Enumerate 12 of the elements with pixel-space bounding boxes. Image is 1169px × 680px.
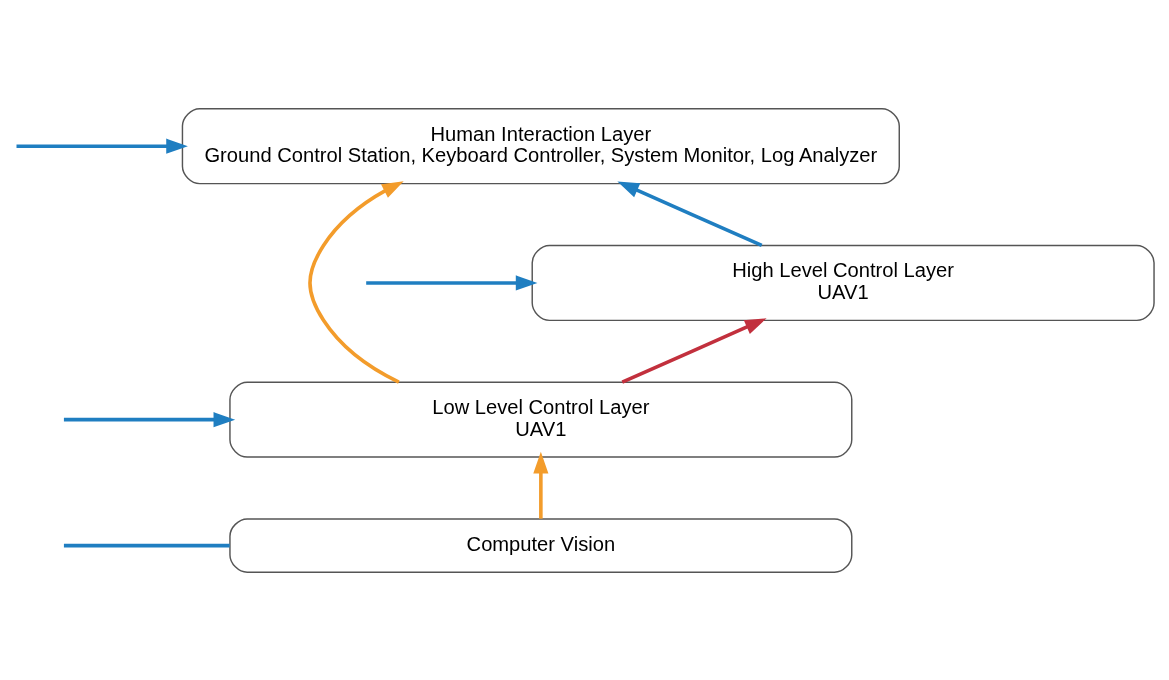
node-box: High Level Control Layer UAV1 [531, 244, 1155, 321]
node-box: Low Level Control Layer UAV1 [229, 381, 853, 458]
node-box: Computer Vision [229, 517, 853, 573]
arrow [621, 317, 767, 384]
arrow [63, 411, 236, 427]
arrow [16, 138, 188, 154]
arrow [308, 180, 404, 384]
connector [63, 543, 230, 547]
arrow [617, 181, 763, 247]
arrow [533, 451, 549, 519]
node-box: Human Interaction Layer Ground Control Station, Keyboard Controller, System Monitor, Log Analyzer [181, 107, 900, 184]
arrow [366, 274, 538, 290]
